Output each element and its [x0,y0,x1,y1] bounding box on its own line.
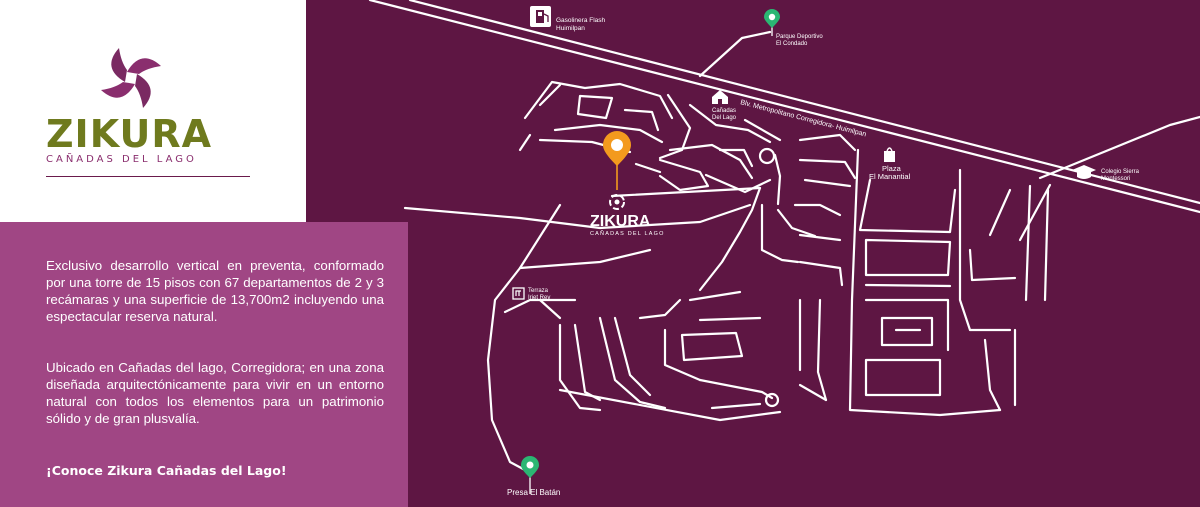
school-sublabel: Montessori [1101,176,1130,182]
logo-panel: ZIKURA CAÑADAS DEL LAGO [0,0,306,222]
school-label: Colegio Sierra [1101,169,1140,175]
graduation-cap-icon [1072,165,1096,179]
description-paragraph-1: Exclusivo desarrollo vertical en prevent… [46,258,384,324]
brand-name: ZIKURA [46,112,212,156]
sports-park-sublabel: El Condado [776,41,808,47]
brand-swirl-icon [101,48,161,108]
gas-station-label: Gasolinera Flash [556,17,606,24]
sports-park-pin-icon[interactable] [764,9,780,36]
house-icon [712,90,728,104]
project-map-logo [609,194,625,210]
logo-divider [46,176,250,177]
terrace-sublabel: Iriet Rey [528,295,550,301]
canadas-label: Cañadas [712,108,736,114]
plaza-sublabel: El Manantial [869,172,911,181]
call-to-action: ¡Conoce Zikura Cañadas del Lago! [46,463,287,478]
street-network [368,0,1200,472]
gas-pump-icon [530,6,551,27]
dam-pin-icon[interactable] [521,456,539,494]
info-panel [0,222,408,507]
dam-label: Presa El Batán [507,488,560,497]
project-map-name: ZIKURA [590,213,651,230]
terrace-icon [512,287,525,300]
gas-station-sublabel: Huimilpan [556,25,585,32]
description-paragraph-2: Ubicado en Cañadas del lago, Corregidora… [46,360,384,426]
canadas-sublabel: Del Lago [712,115,737,121]
terrace-label: Terraza [528,288,549,294]
plaza-label: Plaza [882,164,902,173]
brand-subtitle: CAÑADAS DEL LAGO [46,154,197,165]
project-location-pin-icon[interactable] [603,131,631,190]
project-map-subtitle: CAÑADAS DEL LAGO [590,230,665,237]
sports-park-label: Parque Deportivo [776,34,823,40]
shopping-bag-icon [884,147,895,162]
